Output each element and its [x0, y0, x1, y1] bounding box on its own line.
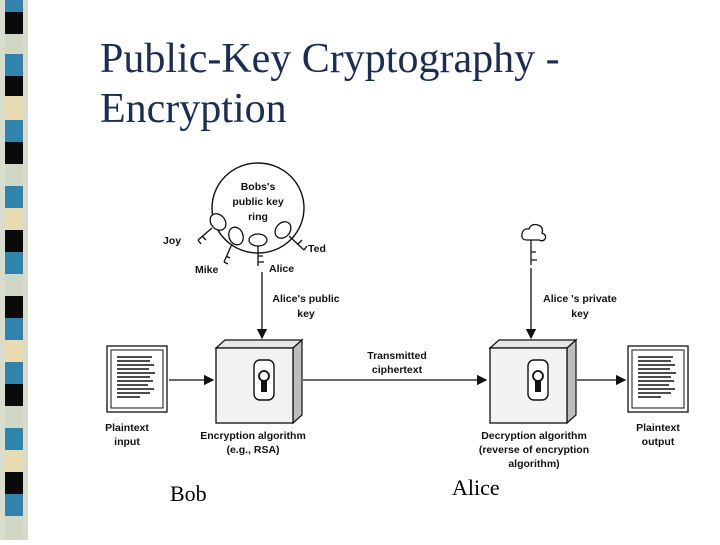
decryption-algorithm-label-2: (reverse of encryption: [479, 444, 589, 456]
plaintext-input-label-2: input: [114, 436, 140, 448]
encryption-algorithm-label-1: Encryption algorithm: [200, 430, 306, 442]
alice-caption: Alice: [452, 475, 500, 500]
decorative-side-stripe: [0, 0, 28, 540]
key-ring-label-1: Bobs's: [241, 181, 276, 193]
key-ring-label-3: ring: [248, 211, 268, 223]
key-ring: Bobs's public key ring: [211, 162, 305, 254]
key-owner-joy: Joy: [163, 235, 181, 247]
plaintext-output-label-1: Plaintext: [636, 422, 680, 434]
bob-caption: Bob: [170, 481, 207, 506]
key-owner-mike: Mike: [195, 264, 219, 276]
stripe-blocks: [0, 0, 28, 540]
plaintext-output-label-2: output: [642, 436, 675, 448]
encryption-box: [214, 338, 304, 425]
transmitted-label-1: Transmitted: [367, 350, 427, 362]
alice-public-key-label-2: key: [297, 308, 315, 320]
plaintext-input-document-icon: [106, 345, 168, 413]
encryption-lock-icon: [253, 359, 275, 401]
alice-private-key-label-1: Alice 's private: [543, 293, 617, 305]
decryption-algorithm-label-1: Decryption algorithm: [481, 430, 587, 442]
decryption-lock-icon: [527, 359, 549, 401]
decryption-algorithm-label-3: algorithm): [508, 458, 559, 470]
key-owner-ted: Ted: [308, 243, 326, 255]
title-line-1: Public-Key Cryptography -: [100, 36, 560, 82]
joy-key-icon: [197, 213, 227, 245]
encryption-algorithm-label-2: (e.g., RSA): [226, 444, 279, 456]
alice-public-key-icon: [248, 233, 268, 266]
ted-key-icon: [274, 221, 308, 251]
transmitted-label-2: ciphertext: [372, 364, 423, 376]
mike-key-icon: [223, 226, 244, 265]
title-line-2: Encryption: [100, 86, 287, 132]
alice-private-key-icon: [521, 223, 547, 265]
plaintext-output-document-icon: [627, 345, 689, 413]
slide-title: Public-Key Cryptography - Encryption: [100, 34, 700, 134]
key-ring-label-2: public key: [232, 196, 284, 208]
plaintext-input-label-1: Plaintext: [105, 422, 149, 434]
alice-private-key-label-2: key: [571, 308, 589, 320]
key-owner-alice: Alice: [269, 263, 294, 275]
alice-public-key-label-1: Alice's public: [272, 293, 339, 305]
decryption-box: [488, 338, 578, 425]
